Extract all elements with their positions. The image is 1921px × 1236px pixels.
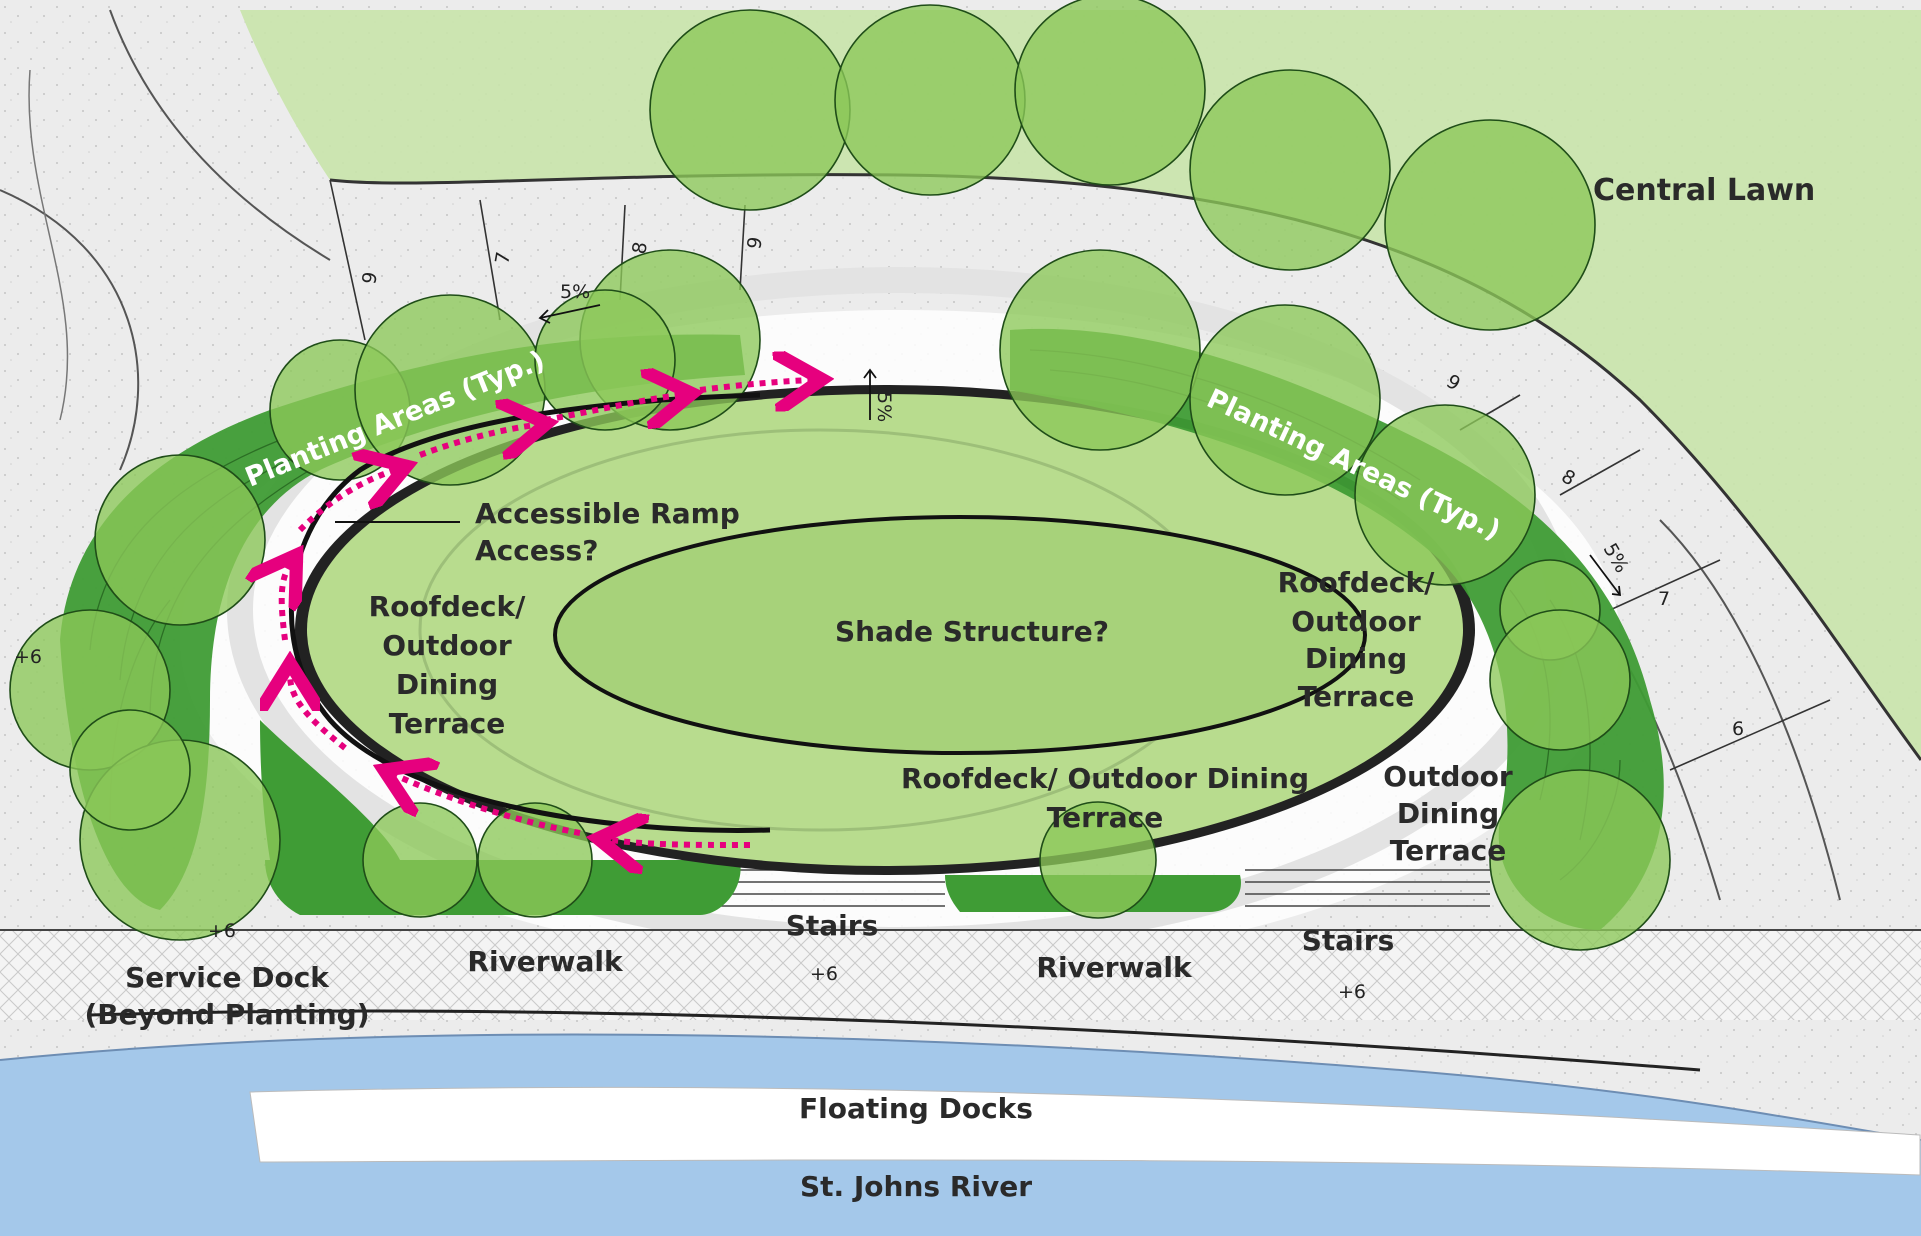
label-outdoor-1: Outdoor	[1383, 760, 1513, 793]
contour-8-a: 8	[628, 240, 652, 256]
elev-stairs-2: +6	[1338, 981, 1366, 1003]
elev-left: +6	[14, 646, 42, 668]
elev-service: +6	[208, 920, 236, 942]
contour-7-a: 7	[491, 250, 515, 266]
label-ramp-1: Accessible Ramp	[475, 497, 740, 530]
label-stairs-1: Stairs	[786, 909, 879, 942]
label-roofdeck-left-2: Outdoor	[382, 629, 512, 662]
accessible-route	[282, 380, 810, 845]
label-outdoor-2: Dining	[1397, 797, 1499, 830]
floating-docks	[249, 1086, 1921, 1176]
slope-left: 5%	[560, 281, 590, 303]
label-service-dock-1: Service Dock	[125, 961, 330, 994]
label-ramp-2: Access?	[475, 534, 598, 567]
right-walk-curve-2	[1659, 519, 1841, 901]
label-roofdeck-right-1: Roofdeck/	[1278, 566, 1435, 599]
label-st-johns-river: St. Johns River	[800, 1170, 1032, 1203]
label-central-lawn: Central Lawn	[1593, 173, 1815, 208]
label-floating-docks: Floating Docks	[799, 1092, 1033, 1125]
label-outdoor-3: Terrace	[1390, 834, 1506, 867]
label-roofdeck-left-1: Roofdeck/	[369, 590, 526, 623]
river-shore-line	[0, 1033, 1921, 1141]
shade-structure	[553, 515, 1367, 755]
stairs-hatching	[720, 869, 1490, 907]
label-service-dock-2: (Beyond Planting)	[84, 998, 369, 1031]
label-roofdeck-center-2: Terrace	[1047, 801, 1163, 834]
label-riverwalk-2: Riverwalk	[1036, 951, 1193, 984]
label-riverwalk-1: Riverwalk	[467, 945, 624, 978]
left-walk-curve-1	[0, 189, 140, 471]
label-roofdeck-center-1: Roofdeck/ Outdoor Dining	[901, 762, 1309, 795]
contour-6: 6	[1732, 718, 1744, 740]
contour-9-a: 9	[358, 270, 382, 286]
label-shade-structure: Shade Structure?	[835, 615, 1109, 648]
label-roofdeck-right-2: Outdoor	[1291, 605, 1421, 638]
label-roofdeck-left-4: Terrace	[389, 707, 505, 740]
label-stairs-2: Stairs	[1302, 924, 1395, 957]
label-roofdeck-right-3: Dining	[1305, 642, 1407, 675]
left-walk-curve-2	[109, 9, 331, 261]
slope-arrows	[538, 304, 1622, 597]
planting-bed-left-lower	[260, 720, 400, 860]
left-walk-curve-3	[28, 69, 69, 421]
elev-stairs-1: +6	[810, 963, 838, 985]
contour-lines	[329, 179, 1831, 771]
label-roofdeck-right-4: Terrace	[1298, 680, 1414, 713]
contour-7-b: 7	[1658, 588, 1670, 610]
bulkhead-line	[89, 1009, 1701, 1072]
tree-canopies	[9, 0, 1671, 951]
label-roofdeck-left-3: Dining	[396, 668, 498, 701]
contour-9-b: 9	[743, 235, 767, 251]
slope-top: 5%	[873, 392, 895, 422]
